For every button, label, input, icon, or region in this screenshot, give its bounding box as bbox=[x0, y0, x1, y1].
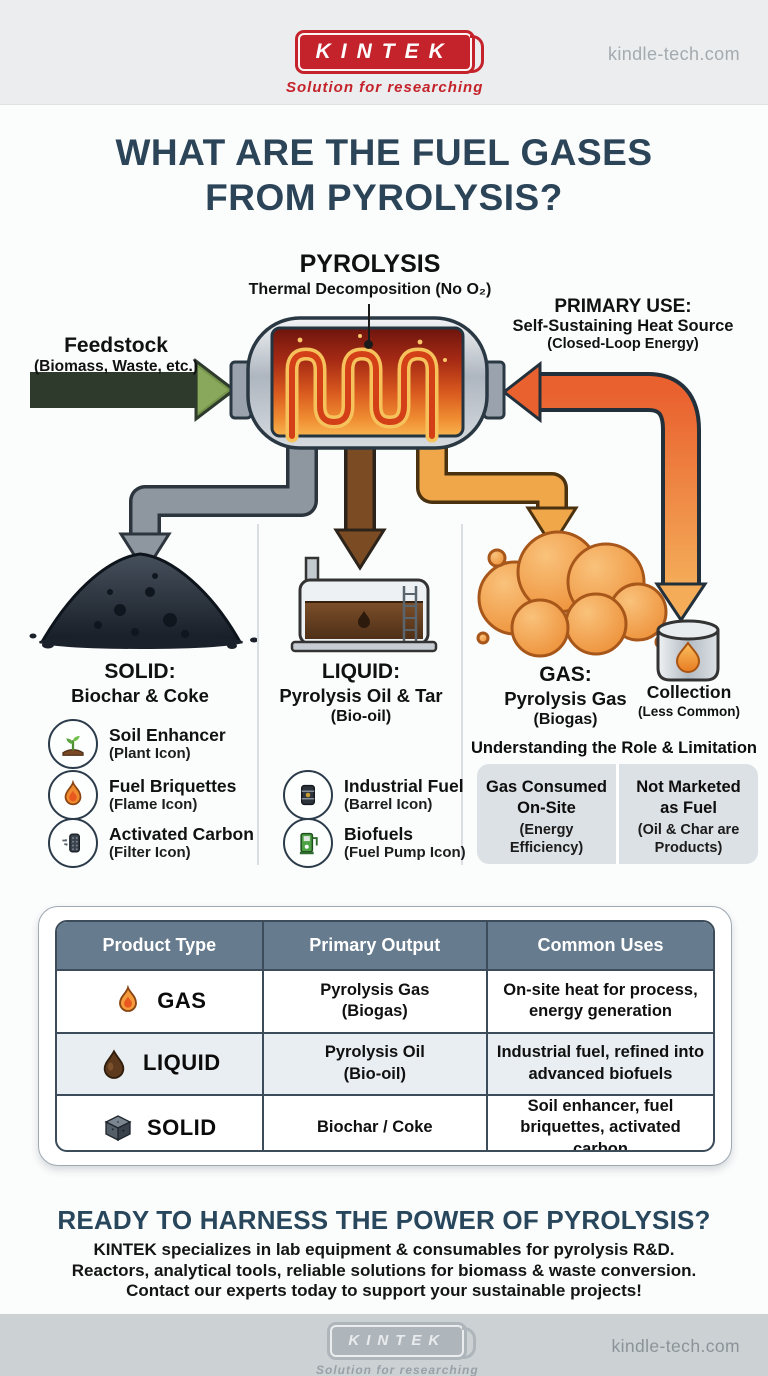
flame-icon bbox=[112, 985, 144, 1017]
table-row-gas: GAS Pyrolysis Gas(Biogas) On-site heat f… bbox=[57, 969, 713, 1032]
summary-table-card: Product Type Primary Output Common Uses … bbox=[38, 906, 732, 1166]
table-header-common-uses: Common Uses bbox=[537, 935, 664, 955]
table-row-solid: SOLID Biochar / Coke Soil enhancer, fuel… bbox=[57, 1094, 713, 1152]
table-header-product-type: Product Type bbox=[57, 922, 264, 969]
limitation-item-not-marketed: Not Marketed as Fuel (Oil & Char are Pro… bbox=[616, 764, 758, 864]
pyrolysis-sublabel: Thermal Decomposition (No O₂) bbox=[248, 281, 492, 298]
cta-line3: Contact our experts today to support you… bbox=[126, 1281, 642, 1300]
gas-uses-cell: On-site heat for process, energy generat… bbox=[503, 980, 698, 1021]
page-title-line1: WHAT ARE THE FUEL GASES bbox=[115, 132, 653, 173]
footer-logo-tagline: Solution for researching bbox=[316, 1363, 479, 1376]
logo-text: KINTEK bbox=[315, 40, 454, 63]
limitation-heading: Understanding the Role & Limitation bbox=[470, 739, 757, 757]
type-label: GAS bbox=[157, 987, 207, 1013]
pyrolysis-label: PYROLYSIS bbox=[299, 250, 441, 278]
solid-uses-cell: Soil enhancer, fuel briquettes, activate… bbox=[520, 1097, 681, 1152]
use-item-fuel-briquettes: Fuel Briquettes (Flame Icon) bbox=[48, 770, 236, 820]
page-title-line2: FROM PYROLYSIS? bbox=[205, 177, 563, 219]
solid-output-label: SOLID: Biochar & Coke bbox=[71, 660, 209, 706]
pointer-dot bbox=[364, 340, 373, 349]
barrel-icon bbox=[283, 770, 333, 820]
plant-icon bbox=[48, 719, 98, 769]
website-url: kindle-tech.com bbox=[607, 44, 740, 64]
page-title: WHAT ARE THE FUEL GASES FROM PYROLYSIS? bbox=[0, 130, 768, 220]
logo-tagline: Solution for researching bbox=[286, 79, 484, 96]
liquid-output-cell: Pyrolysis Oil(Bio-oil) bbox=[264, 1033, 488, 1094]
solid-type-cell: SOLID bbox=[57, 1096, 264, 1150]
primary-use-line1: Self-Sustaining Heat Source bbox=[512, 317, 734, 335]
column-divider-1 bbox=[257, 524, 259, 865]
kintek-logo: KINTEK Solution for researching bbox=[286, 30, 484, 96]
kintek-logo-badge: KINTEK bbox=[294, 30, 484, 74]
primary-use-label: PRIMARY USE: bbox=[554, 296, 692, 317]
liquid-type-cell: LIQUID bbox=[57, 1033, 264, 1094]
feedstock-arrow bbox=[30, 357, 237, 423]
logo-tail-shape bbox=[469, 35, 484, 73]
gas-output-arrow bbox=[416, 440, 579, 549]
footer-logo-text: KINTEK bbox=[348, 1332, 447, 1349]
gas-output-cell: Pyrolysis Gas(Biogas) bbox=[264, 971, 488, 1032]
biochar-pile-icon bbox=[29, 552, 258, 649]
gas-type-cell: GAS bbox=[57, 971, 264, 1032]
footer-website-url: kindle-tech.com bbox=[611, 1336, 740, 1356]
use-item-biofuels: Biofuels (Fuel Pump Icon) bbox=[283, 818, 466, 868]
primary-use-arrow bbox=[501, 360, 708, 623]
fuel-pump-icon bbox=[283, 818, 333, 868]
type-label: SOLID bbox=[146, 1114, 217, 1140]
cube-icon bbox=[102, 1112, 134, 1144]
use-item-soil-enhancer: Soil Enhancer (Plant Icon) bbox=[48, 719, 226, 769]
pointer-line bbox=[368, 304, 370, 342]
solid-output-arrow bbox=[118, 440, 318, 575]
kintek-footer-badge: KINTEK bbox=[327, 1322, 477, 1360]
table-header-primary-output: Primary Output bbox=[264, 922, 488, 969]
liquid-output-label: LIQUID: Pyrolysis Oil & Tar (Bio-oil) bbox=[279, 660, 443, 725]
solid-output-cell: Biochar / Coke bbox=[264, 1096, 488, 1150]
use-item-industrial-fuel: Industrial Fuel (Barrel Icon) bbox=[283, 770, 464, 820]
gas-output-label: GAS: Pyrolysis Gas (Biogas) bbox=[504, 663, 627, 728]
feedstock-sublabel: (Biomass, Waste, etc.) bbox=[34, 358, 198, 375]
collection-canister-icon bbox=[656, 619, 720, 682]
kintek-footer-logo: KINTEK Solution for researching bbox=[316, 1322, 479, 1376]
table-row-liquid: LIQUID Pyrolysis Oil(Bio-oil) Industrial… bbox=[57, 1031, 713, 1094]
column-divider-2 bbox=[461, 524, 463, 865]
pyrolysis-reactor bbox=[229, 316, 506, 450]
cta-line1: KINTEK specializes in lab equipment & co… bbox=[93, 1240, 675, 1259]
product-table: Product Type Primary Output Common Uses … bbox=[55, 920, 715, 1152]
flame-icon bbox=[48, 770, 98, 820]
gas-cloud-icon bbox=[476, 530, 670, 658]
liquid-output-arrow bbox=[333, 440, 387, 571]
limitation-box: Gas Consumed On-Site (Energy Efficiency)… bbox=[477, 764, 758, 864]
oil-tank-icon bbox=[290, 556, 438, 653]
limitation-item-gas-consumed: Gas Consumed On-Site (Energy Efficiency) bbox=[485, 778, 608, 856]
feedstock-label: Feedstock bbox=[64, 334, 168, 357]
filter-icon bbox=[48, 818, 98, 868]
type-label: LIQUID bbox=[143, 1050, 221, 1076]
use-item-activated-carbon: Activated Carbon (Filter Icon) bbox=[48, 818, 254, 868]
collection-label: Collection (Less Common) bbox=[637, 682, 740, 719]
primary-use-line2: (Closed-Loop Energy) bbox=[547, 336, 699, 352]
pyrolysis-flow-diagram bbox=[29, 316, 720, 682]
cta-line2: Reactors, analytical tools, reliable sol… bbox=[71, 1260, 697, 1280]
droplet-icon bbox=[98, 1048, 130, 1080]
footer-logo-tail-shape bbox=[462, 1327, 477, 1359]
liquid-uses-cell: Industrial fuel, refined into advanced b… bbox=[496, 1043, 705, 1083]
cta-heading: READY TO HARNESS THE POWER OF PYROLYSIS? bbox=[57, 1205, 711, 1235]
table-header-row: Product Type Primary Output Common Uses bbox=[57, 922, 713, 969]
cta-body: KINTEK specializes in lab equipment & co… bbox=[30, 1240, 738, 1302]
